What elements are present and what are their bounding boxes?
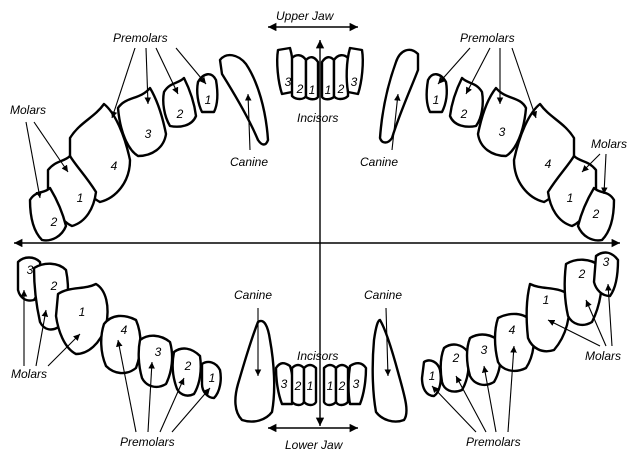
ur-premolar-num: 1 — [433, 93, 440, 107]
upper-right-molars-label: Molars — [591, 137, 627, 151]
lower-incisor-num: 3 — [281, 377, 288, 391]
lower-right-molars-label: Molars — [585, 349, 621, 363]
lr-premolar-num: 3 — [481, 343, 488, 357]
lr-premolar-num: 2 — [452, 351, 460, 365]
ur-premolar-num: 2 — [460, 107, 468, 121]
lower-left-premolars-label: Premolars — [120, 435, 175, 449]
upper-incisor-num: 3 — [351, 75, 358, 89]
lr-molar-num: 1 — [543, 293, 550, 307]
lower-incisor-num: 1 — [327, 379, 334, 393]
ur-molar-num: 1 — [567, 191, 574, 205]
upper-left-molars-label: Molars — [10, 103, 46, 117]
upper-incisor-num: 2 — [337, 82, 345, 96]
ul-premolar-num: 1 — [205, 93, 212, 107]
lower-incisors-label: Incisors — [297, 349, 338, 363]
lower-right-canine-label: Canine — [364, 288, 402, 302]
upper-right-cheek-teeth: 1 2 3 4 1 2 — [427, 74, 614, 240]
lower-right-cheek-teeth: 1 2 3 4 1 2 3 — [422, 253, 618, 396]
ul-molar-num: 1 — [77, 191, 84, 205]
ur-premolar-num: 3 — [499, 125, 506, 139]
ll-molar-num: 2 — [50, 279, 58, 293]
ll-molar-num: 3 — [27, 263, 34, 277]
lower-left-premolar-3 — [139, 336, 172, 387]
upper-left-premolars-label: Premolars — [113, 31, 168, 45]
lower-jaw-label: Lower Jaw — [285, 438, 344, 452]
ur-molar-num: 2 — [592, 207, 600, 221]
upper-left-canine — [220, 55, 268, 144]
ul-premolar-num: 4 — [111, 159, 118, 173]
lr-premolar-num: 1 — [429, 369, 436, 383]
lower-incisor-num: 2 — [294, 379, 302, 393]
ul-molar-arrow — [26, 122, 40, 198]
upper-right-canine-label: Canine — [360, 155, 398, 169]
lower-incisors: 3 2 1 1 2 3 — [276, 363, 366, 405]
lr-premolar-num: 4 — [509, 323, 516, 337]
ur-molar-arrow — [604, 154, 606, 194]
lower-left-molar-1 — [56, 284, 108, 354]
ul-molar-arrow — [34, 122, 68, 172]
upper-incisor-num: 2 — [296, 82, 304, 96]
lower-left-canine-label: Canine — [234, 288, 272, 302]
upper-incisors-label: Incisors — [297, 111, 338, 125]
ul-premolar-num: 3 — [145, 127, 152, 141]
ul-premolar-num: 2 — [176, 107, 184, 121]
lower-left-cheek-teeth: 3 2 1 4 3 2 1 — [18, 258, 221, 399]
ll-molar-num: 1 — [79, 305, 86, 319]
lower-left-molars-label: Molars — [11, 367, 47, 381]
lower-incisor-num: 3 — [353, 377, 360, 391]
ll-premolar-num: 1 — [209, 371, 216, 385]
lower-incisor-num: 1 — [307, 379, 314, 393]
upper-right-premolars-label: Premolars — [460, 31, 515, 45]
ur-pm-arrow — [438, 48, 470, 84]
upper-left-canine-label: Canine — [230, 155, 268, 169]
ll-premolar-num: 2 — [184, 359, 192, 373]
upper-jaw-label: Upper Jaw — [276, 9, 335, 23]
upper-incisor-num: 1 — [325, 83, 332, 97]
upper-incisor-num: 3 — [285, 75, 292, 89]
lr-molar-num: 3 — [603, 255, 610, 269]
lr-pm-arrow — [432, 386, 476, 432]
ll-premolar-num: 3 — [155, 345, 162, 359]
ul-molar-num: 2 — [50, 215, 58, 229]
ur-premolar-num: 4 — [545, 157, 552, 171]
lr-molar-num: 2 — [578, 267, 586, 281]
upper-incisor-num: 1 — [309, 83, 316, 97]
lower-left-canine — [235, 321, 274, 422]
lower-right-premolars-label: Premolars — [466, 435, 521, 449]
ll-premolar-num: 4 — [121, 323, 128, 337]
lower-incisor-num: 2 — [338, 379, 346, 393]
ul-pm-arrow — [176, 48, 206, 84]
upper-right-canine — [380, 50, 418, 143]
lower-right-canine — [373, 320, 407, 422]
